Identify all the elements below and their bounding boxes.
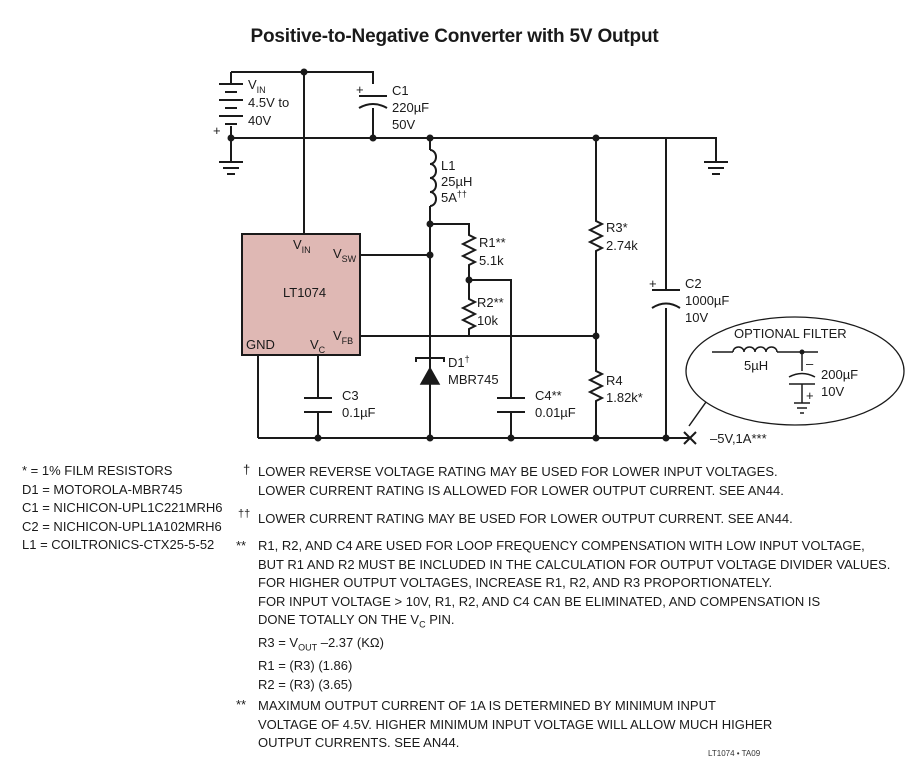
d1-part: MBR745 <box>448 372 499 387</box>
component-def: C2 = NICHICON-UPL1A102MRH6 <box>22 518 222 534</box>
pin-vsw-label: VSW <box>333 246 357 264</box>
diode-d1 <box>415 357 445 385</box>
battery-plus-label: + <box>213 123 221 138</box>
figure-tag: LT1074 • TA09 <box>708 749 761 758</box>
note-line: LOWER REVERSE VOLTAGE RATING MAY BE USED… <box>258 464 778 479</box>
note3-mark: ** <box>236 538 247 553</box>
note-line: FOR INPUT VOLTAGE > 10V, R1, R2, AND C4 … <box>258 593 821 609</box>
r4-label: R4 <box>606 373 623 388</box>
note2-mark: †† <box>238 508 251 520</box>
vin-range-line1: 4.5V to <box>248 95 289 110</box>
note-line: R1, R2, AND C4 ARE USED FOR LOOP FREQUEN… <box>258 538 865 553</box>
filter-cap-value: 200µF <box>821 367 858 382</box>
c2-rating: 10V <box>685 310 708 325</box>
resistor-r1 <box>460 232 478 268</box>
ic-name: LT1074 <box>283 285 326 300</box>
component-def: L1 = COILTRONICS-CTX25-5-52 <box>22 537 215 552</box>
resistor-r2 <box>460 296 478 332</box>
r1-label: R1** <box>479 235 506 250</box>
c1-rating: 50V <box>392 117 415 132</box>
vin-range-line2: 40V <box>248 113 271 128</box>
filter-inductor-value: 5µH <box>744 358 768 373</box>
note-line: LOWER CURRENT RATING IS ALLOWED FOR LOWE… <box>258 482 784 498</box>
resistor-r3 <box>587 218 605 254</box>
filter-plus-label: + <box>806 388 814 403</box>
r1-value: 5.1k <box>479 253 504 268</box>
c2-value: 1000µF <box>685 293 729 308</box>
r2-label: R2** <box>477 295 504 310</box>
filter-cap-rating: 10V <box>821 384 844 399</box>
r2-value: 10k <box>477 313 498 328</box>
note-line: FOR HIGHER OUTPUT VOLTAGES, INCREASE R1,… <box>258 575 773 590</box>
c2-plus-label: + <box>649 276 657 291</box>
component-def: * = 1% FILM RESISTORS <box>22 463 173 478</box>
pin-vc-label: VC <box>310 337 326 355</box>
pin-gnd-label: GND <box>246 337 275 352</box>
note1: LOWER REVERSE VOLTAGE RATING MAY BE USED… <box>258 463 784 500</box>
note2: LOWER CURRENT RATING MAY BE USED FOR LOW… <box>258 510 793 529</box>
output-terminal-x <box>683 431 697 445</box>
battery-symbol <box>219 83 243 125</box>
r3-value: 2.74k <box>606 238 638 253</box>
ground-symbol <box>704 161 728 175</box>
note-line: LOWER CURRENT RATING MAY BE USED FOR LOW… <box>258 511 793 526</box>
d1-label: D1† <box>448 354 470 370</box>
c1-label: C1 <box>392 83 409 98</box>
component-def: C1 = NICHICON-UPL1C221MRH6 <box>22 500 223 515</box>
filter-minus-label: – <box>806 356 814 371</box>
c2-label: C2 <box>685 276 702 291</box>
ic-lt1074 <box>241 233 361 356</box>
pin-vfb-label: VFB <box>333 328 353 346</box>
note-line: DONE TOTALLY ON THE VC PIN. <box>258 612 455 630</box>
output-label: –5V,1A*** <box>710 431 767 446</box>
l1-rating: 5A†† <box>441 189 467 205</box>
l1-value: 25µH <box>441 174 472 189</box>
note1-mark: † <box>243 462 251 477</box>
junction-dots <box>227 68 670 442</box>
optional-filter <box>685 316 905 427</box>
component-list: * = 1% FILM RESISTORS D1 = MOTOROLA-MBR7… <box>22 462 222 555</box>
note-line: VOLTAGE OF 4.5V. HIGHER MINIMUM INPUT VO… <box>258 716 773 732</box>
pin-vin-label: VIN <box>293 237 311 255</box>
l1-label: L1 <box>441 158 455 173</box>
diagram-title: Positive-to-Negative Converter with 5V O… <box>250 26 659 47</box>
capacitor-c3 <box>304 397 332 413</box>
equation-r3: R3 = VOUT –2.37 (KΩ) <box>258 635 384 653</box>
equation-r2: R2 = (R3) (3.65) <box>258 676 353 692</box>
ground-symbol <box>219 161 243 175</box>
note4: MAXIMUM OUTPUT CURRENT OF 1A IS DETERMIN… <box>258 697 772 753</box>
c1-plus-label: + <box>356 82 364 97</box>
resistor-r4 <box>587 368 605 404</box>
note-line: BUT R1 AND R2 MUST BE INCLUDED IN THE CA… <box>258 556 891 572</box>
note-line: OUTPUT CURRENTS. SEE AN44. <box>258 735 460 750</box>
capacitor-c2 <box>651 289 681 309</box>
r3-label: R3* <box>606 220 628 235</box>
note3: R1, R2, AND C4 ARE USED FOR LOOP FREQUEN… <box>258 537 890 694</box>
component-def: D1 = MOTOROLA-MBR745 <box>22 481 183 497</box>
c1-value: 220µF <box>392 100 429 115</box>
c4-value: 0.01µF <box>535 405 576 420</box>
capacitor-c1 <box>358 95 388 109</box>
inductor-l1 <box>429 149 437 207</box>
c3-label: C3 <box>342 388 359 403</box>
note4-mark: ** <box>236 697 247 712</box>
vin-label: VIN <box>248 77 266 95</box>
wires <box>230 71 717 439</box>
filter-title: OPTIONAL FILTER <box>734 326 847 341</box>
c3-value: 0.1µF <box>342 405 376 420</box>
capacitor-c4 <box>497 397 525 413</box>
note-line: MAXIMUM OUTPUT CURRENT OF 1A IS DETERMIN… <box>258 698 716 713</box>
r4-value: 1.82k* <box>606 390 643 405</box>
equation-r1: R1 = (R3) (1.86) <box>258 658 353 674</box>
schematic: + VIN 4.5V to 40V + C1 220µF 50V L1 25µH… <box>213 68 905 446</box>
c4-label: C4** <box>535 388 562 403</box>
